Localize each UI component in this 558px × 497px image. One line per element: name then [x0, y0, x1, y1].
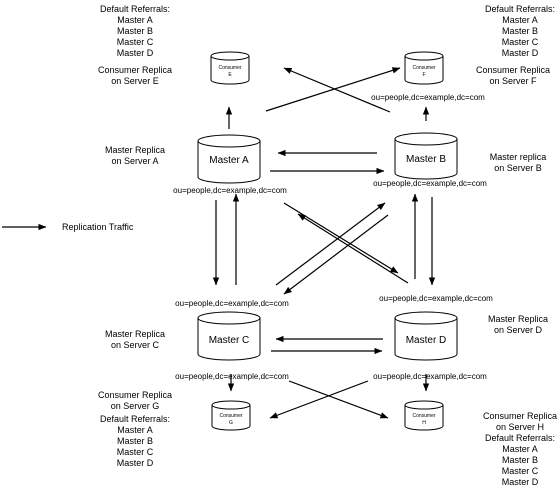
referrals-heading: Default Referrals:	[100, 4, 170, 14]
referrals-server-e: Default Referrals: Master A Master B Mas…	[100, 4, 170, 58]
consumer-h-cylinder: Consumer H	[404, 400, 444, 431]
consumer-g-letter: G	[229, 420, 233, 426]
referral-master-b: Master B	[117, 26, 153, 36]
referral-master-b: Master B	[502, 26, 538, 36]
caption-server-g: Consumer Replica on Server G	[98, 390, 172, 411]
referrals-server-h: Default Referrals: Master A Master B Mas…	[485, 433, 555, 487]
referral-master-d: Master D	[117, 458, 154, 468]
consumer-g-cylinder: Consumer G	[211, 400, 251, 431]
arrow-a-to-f	[265, 67, 401, 112]
referral-master-c: Master C	[117, 37, 154, 47]
caption-line: Consumer Replica	[483, 411, 557, 421]
caption-line: Master Replica	[488, 314, 548, 324]
suffix-label-d: ou=people,dc=example,dc=com	[379, 294, 493, 303]
referral-master-d: Master D	[502, 477, 539, 487]
caption-server-f: Consumer Replica on Server F	[476, 65, 550, 86]
legend-label: Replication Traffic	[62, 222, 134, 232]
master-c-label: Master C	[209, 335, 250, 346]
master-b-cylinder: Master B	[394, 132, 458, 180]
arrow-d-to-a	[297, 213, 409, 284]
caption-line: Consumer Replica	[98, 65, 172, 75]
referrals-heading: Default Referrals:	[485, 433, 555, 443]
referral-master-c: Master C	[502, 37, 539, 47]
caption-line: Master Replica	[105, 329, 165, 339]
caption-server-c: Master Replica on Server C	[105, 329, 165, 350]
caption-line: on Server B	[494, 163, 542, 173]
master-c-cylinder: Master C	[197, 311, 261, 361]
suffix-label-g: ou=people,dc=example,dc=com	[175, 372, 289, 381]
caption-line: on Server D	[494, 325, 543, 335]
master-a-label: Master A	[209, 155, 249, 166]
caption-line: on Server H	[496, 422, 544, 432]
suffix-label-h: ou=people,dc=example,dc=com	[373, 372, 487, 381]
consumer-f-cylinder: Consumer F	[404, 51, 444, 85]
suffix-label-c: ou=people,dc=example,dc=com	[175, 299, 289, 308]
caption-line: Master replica	[490, 152, 547, 162]
consumer-f-letter: F	[422, 72, 425, 78]
caption-line: on Server F	[489, 76, 537, 86]
suffix-label-a: ou=people,dc=example,dc=com	[173, 186, 287, 195]
caption-server-h: Consumer Replica on Server H	[483, 411, 557, 432]
master-d-cylinder: Master D	[394, 311, 458, 361]
consumer-g-label: Consumer	[219, 413, 242, 419]
arrow-b-to-c	[283, 214, 389, 295]
legend: Replication Traffic	[2, 222, 134, 232]
referrals-server-g: Default Referrals: Master A Master B Mas…	[100, 414, 170, 468]
replication-arrows	[212, 67, 436, 419]
caption-server-b: Master replica on Server B	[490, 152, 547, 173]
referral-master-a: Master A	[502, 444, 538, 454]
arrow-c-to-b	[275, 202, 386, 286]
referrals-heading: Default Referrals:	[485, 4, 555, 14]
referral-master-a: Master A	[502, 15, 538, 25]
referral-master-d: Master D	[502, 48, 539, 58]
consumer-h-label: Consumer	[412, 413, 435, 419]
referral-master-c: Master C	[117, 447, 154, 457]
referral-master-a: Master A	[117, 425, 153, 435]
consumer-e-letter: E	[228, 72, 232, 78]
referral-master-d: Master D	[117, 48, 154, 58]
caption-line: on Server G	[111, 401, 160, 411]
referrals-server-f: Default Referrals: Master A Master B Mas…	[485, 4, 555, 58]
caption-line: on Server E	[111, 76, 159, 86]
referral-master-b: Master B	[502, 455, 538, 465]
referral-master-b: Master B	[117, 436, 153, 446]
caption-line: on Server C	[111, 340, 160, 350]
referrals-heading: Default Referrals:	[100, 414, 170, 424]
referral-master-c: Master C	[502, 466, 539, 476]
caption-server-a: Master Replica on Server A	[105, 145, 165, 166]
suffix-label-b: ou=people,dc=example,dc=com	[373, 179, 487, 188]
arrow-a-to-d	[283, 202, 399, 274]
master-d-label: Master D	[406, 335, 447, 346]
consumer-f-label: Consumer	[412, 65, 435, 71]
suffix-label-f: ou=people,dc=example,dc=com	[371, 93, 485, 102]
arrow-b-to-e	[283, 67, 391, 113]
consumer-e-label: Consumer	[218, 65, 241, 71]
caption-server-e: Consumer Replica on Server E	[98, 65, 172, 86]
caption-line: Consumer Replica	[98, 390, 172, 400]
arrow-d-to-g	[269, 380, 369, 419]
caption-line: Master Replica	[105, 145, 165, 155]
caption-line: Consumer Replica	[476, 65, 550, 75]
consumer-h-letter: H	[422, 420, 426, 426]
arrow-c-to-h	[288, 380, 389, 419]
caption-server-d: Master Replica on Server D	[488, 314, 548, 335]
master-b-label: Master B	[406, 154, 446, 165]
caption-line: on Server A	[111, 156, 158, 166]
consumer-e-cylinder: Consumer E	[210, 51, 250, 85]
master-a-cylinder: Master A	[197, 134, 261, 184]
referral-master-a: Master A	[117, 15, 153, 25]
